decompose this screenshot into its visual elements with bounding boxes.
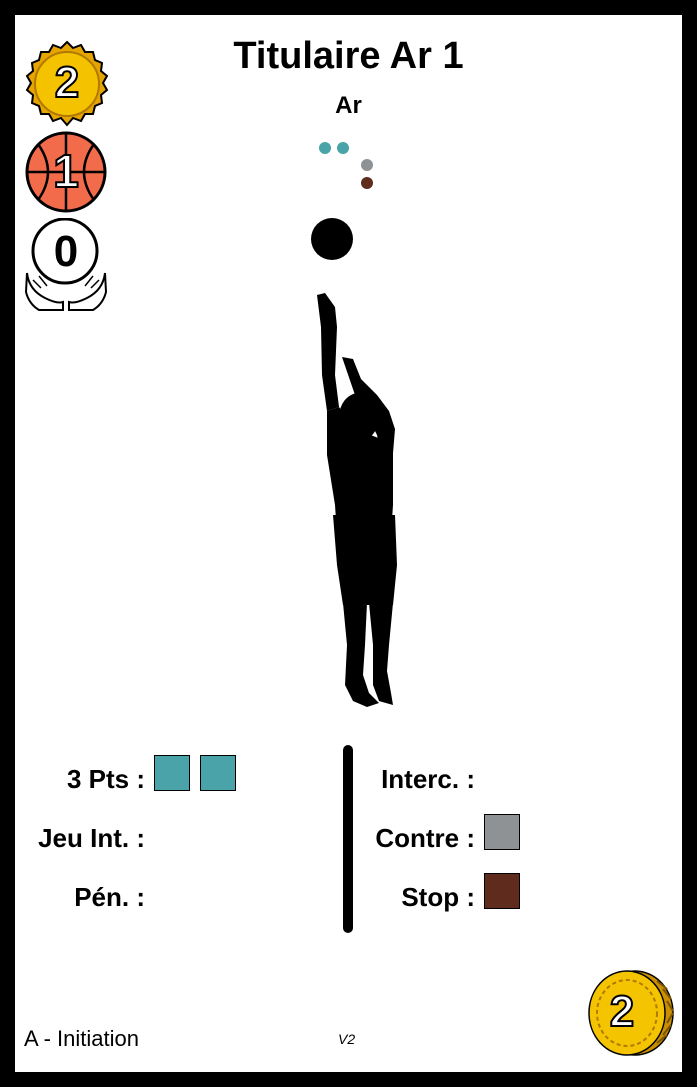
stats-divider bbox=[343, 745, 353, 933]
gray-token bbox=[484, 814, 520, 850]
stat-label-stop: Stop : bbox=[401, 882, 475, 912]
coin-value: 2 bbox=[609, 986, 635, 1037]
basketball-player-shooting-silhouette bbox=[311, 218, 397, 707]
stat-label-jeu-int: Jeu Int. : bbox=[38, 823, 145, 853]
teal-token bbox=[200, 755, 236, 791]
stat-label-contre: Contre : bbox=[375, 823, 475, 853]
teal-dot bbox=[319, 142, 331, 154]
card-position: Ar bbox=[335, 92, 362, 119]
brown-token bbox=[484, 873, 520, 909]
edition-label: A - Initiation bbox=[24, 1026, 139, 1051]
shooting-value: 1 bbox=[52, 144, 80, 198]
gold-seal-icon bbox=[25, 40, 109, 127]
stat-label-interc: Interc. : bbox=[381, 764, 475, 794]
handling-value: 0 bbox=[53, 227, 79, 276]
stat-label-pen: Pén. : bbox=[74, 882, 145, 912]
cost-value: 2 bbox=[54, 57, 80, 108]
handling-badge: 0 bbox=[23, 217, 109, 318]
brown-dot bbox=[361, 177, 373, 189]
shooting-badge: 1 bbox=[24, 130, 108, 214]
player-card[interactable]: Titulaire Ar 1 Ar 2 1 0 bbox=[15, 15, 682, 1072]
teal-token bbox=[154, 755, 190, 791]
teal-dot bbox=[337, 142, 349, 154]
card-title: Titulaire Ar 1 bbox=[233, 35, 464, 77]
stat-label-3pts: 3 Pts : bbox=[66, 764, 145, 794]
ball-in-hands-icon bbox=[24, 217, 108, 311]
gray-dot bbox=[361, 159, 373, 171]
ball-icon bbox=[311, 218, 353, 260]
cost-badge: 2 bbox=[23, 40, 111, 128]
coin-badge: 2 bbox=[585, 967, 675, 1057]
version-label: V2 bbox=[338, 1031, 356, 1047]
basketball-icon bbox=[25, 131, 107, 213]
gold-coin-icon bbox=[588, 970, 674, 1056]
